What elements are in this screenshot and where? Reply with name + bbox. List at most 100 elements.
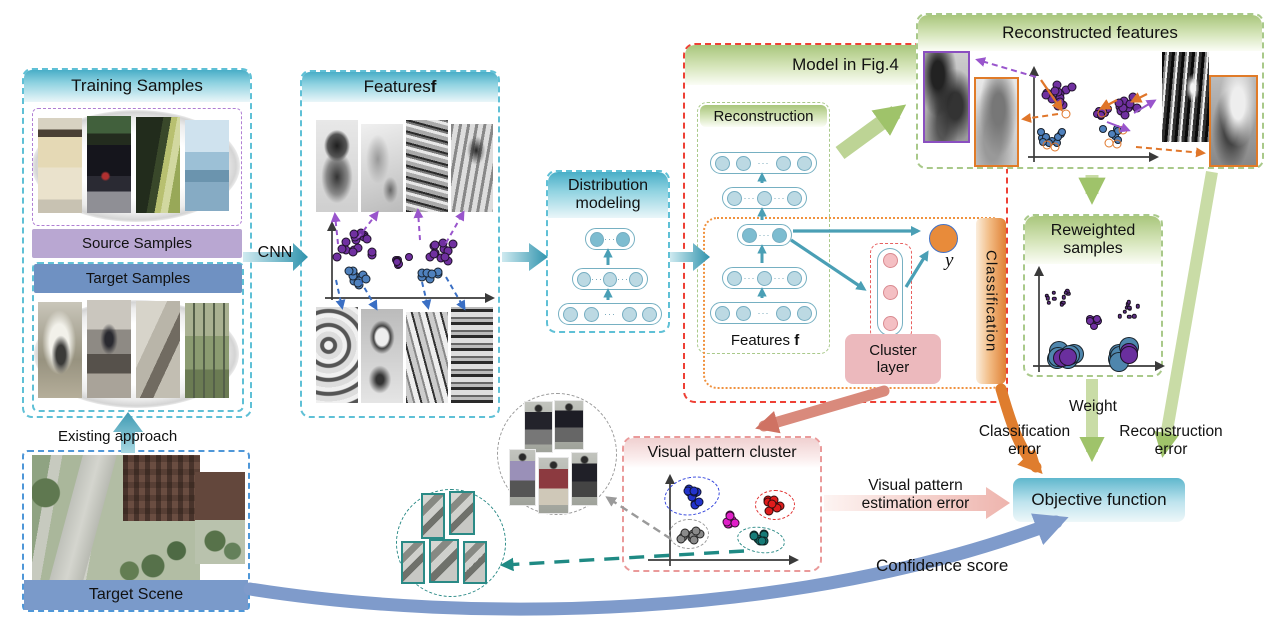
model-features-bold: f [794,332,800,349]
nn-neuron [736,155,752,171]
pattern-thumb-2 [449,491,475,535]
source-sample-image-2 [87,116,131,213]
cluster-label-line2: layer [876,359,910,376]
scatter-dot [1098,124,1107,133]
nn-dots: ··· [757,307,770,318]
nn-dots: ··· [617,273,629,284]
scatter-dot [1057,127,1066,136]
nn-dots: ··· [743,272,756,283]
target-scene-label: Target Scene [88,586,184,603]
pattern-thumb-5 [463,541,487,584]
scatter-dot [1128,92,1138,102]
scatter-dot [392,257,401,266]
nn-neuron [882,253,898,268]
visual-pattern-scatter-plot [637,470,817,568]
scatter-dot [1061,295,1067,300]
objective-function-title: Objective function [1031,490,1167,509]
nn-neuron [563,306,578,322]
reconstructed-open-circle [1097,108,1107,118]
scatter-dot [430,240,440,250]
target-sample-image-3 [136,301,180,398]
distribution-nn-layer-hidden: ······ [572,268,648,290]
scatter-dot [1055,97,1065,107]
scatter-dot [757,536,767,546]
autoencoder-layer-output: ··· [710,152,817,174]
nn-dots: ··· [743,192,756,203]
vpe-line2: estimation error [861,495,970,513]
scatter-dot [332,252,342,262]
autoencoder-layer-input: ··· [710,302,817,324]
scatter-dot [1114,98,1124,108]
confidence-score-label: Confidence score [876,556,1009,575]
nn-dots: ··· [758,229,771,240]
person-thumb-4 [538,457,569,514]
feature-image-top-2 [361,124,403,212]
nn-neuron [616,231,630,247]
scatter-dot [1046,300,1052,305]
target-scene-image-side [195,472,245,564]
scatter-dot [725,511,735,521]
features-title: Features [363,77,431,96]
reconstructed-open-circle [1112,139,1122,149]
person-thumb-1 [524,401,553,453]
reweighted-scatter-plot [1032,264,1166,374]
reconstructed-scatter-plot [1022,62,1162,167]
nn-neuron [715,155,730,171]
reconstruction-label: Reconstruction [713,107,814,125]
cluster-layer-pill [877,248,903,336]
nn-neuron [727,190,742,206]
pattern-thumb-3 [401,541,425,584]
scatter-dot [1127,314,1132,319]
nn-neuron [603,271,617,287]
features-scatter-axes [325,220,496,304]
visual-pattern-header: Visual pattern cluster [624,438,820,468]
scatter-dot [1085,317,1094,326]
scatter-dot [1126,300,1132,305]
nn-neuron [797,155,812,171]
reconstructed-open-circle [1050,142,1060,152]
nn-neuron [715,305,730,321]
target-scene-image-main [32,455,200,581]
pattern-cluster-circle [396,489,506,597]
visual-pattern-cluster-box: Visual pattern cluster [622,436,822,572]
nn-neuron [642,306,657,322]
nn-dots: ··· [604,308,616,319]
autoencoder-layer-enc: ······ [722,267,807,289]
target-samples-bar: Target Samples [34,264,242,293]
target-samples-group [32,262,244,412]
reconstructed-open-circle [1104,138,1114,148]
target-sample-image-1 [38,302,82,398]
scatter-dot [344,266,354,276]
weight-label: Weight [1069,398,1117,415]
pattern-thumb-4 [429,539,459,583]
scatter-dot [1117,314,1123,319]
reconstructed-open-circle [1061,109,1071,119]
reconstructed-image-dark [1162,52,1209,142]
cluster-layer-label: Cluster layer [845,334,941,384]
model-features-label: Features f [720,332,810,349]
reconstructed-open-circle [1118,125,1128,135]
person-cluster-circle [497,393,617,515]
scatter-dot [1132,103,1142,113]
reconstruction-error-line1: Reconstruction [1119,423,1223,440]
scatter-dot [1051,290,1057,295]
nn-neuron [629,271,643,287]
nn-neuron [772,227,787,243]
scatter-dot [353,278,363,288]
distribution-nn-layer-top: ··· [585,228,635,250]
target-samples-label: Target Samples [85,270,191,287]
reconstruction-error-arrow [1154,170,1218,458]
source-sample-image-4 [185,120,229,211]
existing-approach-label: Existing approach [58,428,178,445]
scatter-dot [440,252,450,262]
reconstructed-image-orange-right [1209,75,1258,167]
classification-error-label: Classification error [962,423,1087,460]
scatter-dot [337,244,347,254]
features-title-bold: f [430,77,437,96]
scatter-dot [689,535,699,545]
scatter-dot [1058,348,1077,367]
reconstruction-error-label: Reconstruction error [1096,423,1246,460]
target-sample-image-2 [87,300,131,398]
scatter-dot [367,247,377,257]
feature-image-top-4 [451,124,493,212]
